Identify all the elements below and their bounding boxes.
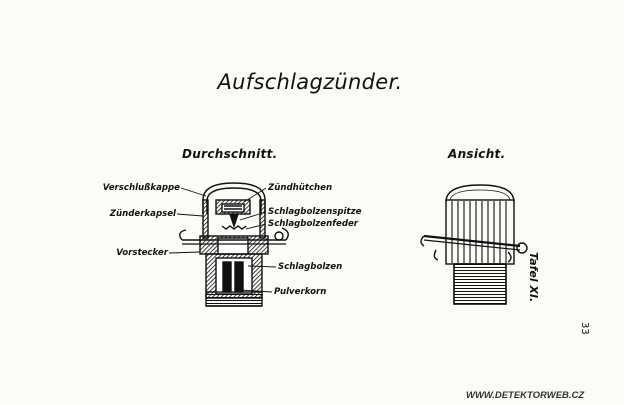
exterior-dome	[445, 184, 515, 203]
watermark: WWW.DETEKTORWEB.CZ	[466, 390, 585, 401]
plate-label: Tafel XI.	[527, 252, 540, 303]
section-view	[168, 182, 289, 307]
label-schlagbolzenspitze: Schlagbolzenspitze	[268, 207, 362, 217]
exterior-cylinder	[445, 199, 515, 265]
striker-spring	[221, 225, 247, 230]
page-number: 33	[579, 322, 590, 335]
label-zuendhuetchen: Zündhütchen	[268, 183, 333, 193]
striker-point	[229, 213, 239, 229]
label-schlagbolzenfeder: Schlagbolzenfeder	[268, 219, 359, 229]
label-pulverkorn: Pulverkorn	[274, 287, 327, 297]
exterior-view-title: Ansicht.	[448, 147, 506, 161]
label-zuenderkapsel: Zünderkapsel	[109, 209, 176, 219]
exterior-safety-pin	[423, 234, 521, 248]
exterior-thread	[453, 263, 507, 305]
label-vorstecker: Vorstecker	[116, 248, 168, 258]
striker-body	[222, 261, 232, 293]
page-title: Aufschlagzünder.	[217, 70, 403, 94]
label-schlagbolzen: Schlagbolzen	[278, 262, 343, 272]
cap-dome	[202, 182, 266, 214]
section-view-title: Durchschnitt.	[182, 147, 278, 161]
exterior-view	[420, 184, 528, 305]
label-verschlusskappe: Verschlußkappe	[102, 183, 180, 193]
